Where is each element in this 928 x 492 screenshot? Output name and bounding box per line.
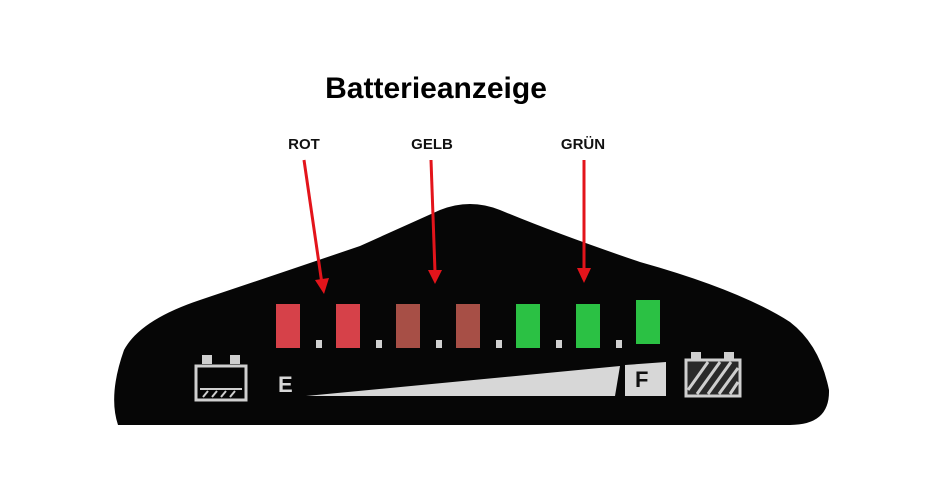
fuel-scale-full-block <box>625 362 666 396</box>
arrow-red <box>302 159 324 285</box>
level-segment-red <box>276 304 300 348</box>
label-red: ROT <box>288 136 320 153</box>
level-segment-red <box>336 304 360 348</box>
label-green: GRÜN <box>560 136 606 153</box>
separator-dot <box>556 340 562 348</box>
arrowhead-yellow <box>428 270 442 284</box>
level-segment-green <box>576 304 600 348</box>
separator-dot <box>376 340 382 348</box>
label-yellow: GELB <box>411 136 453 153</box>
page-title: Batterieanzeige <box>325 72 547 105</box>
battery-empty-icon <box>194 355 248 402</box>
arrowhead-green <box>577 268 591 283</box>
level-segment-yellow <box>456 304 480 348</box>
level-segment-green <box>636 300 660 344</box>
arrowhead-red <box>315 278 329 294</box>
level-segment-green <box>516 304 540 348</box>
level-segments <box>276 300 660 348</box>
level-segment-yellow <box>396 304 420 348</box>
separator-dot <box>436 340 442 348</box>
fuel-scale <box>306 366 620 396</box>
battery-full-icon <box>684 352 742 398</box>
separator-dot <box>616 340 622 348</box>
separator-dot <box>316 340 322 348</box>
gauge-empty-label: E <box>278 372 293 397</box>
arrow-yellow <box>429 159 437 273</box>
gauge-full-label: F <box>635 367 649 392</box>
separator-dot <box>496 340 502 348</box>
